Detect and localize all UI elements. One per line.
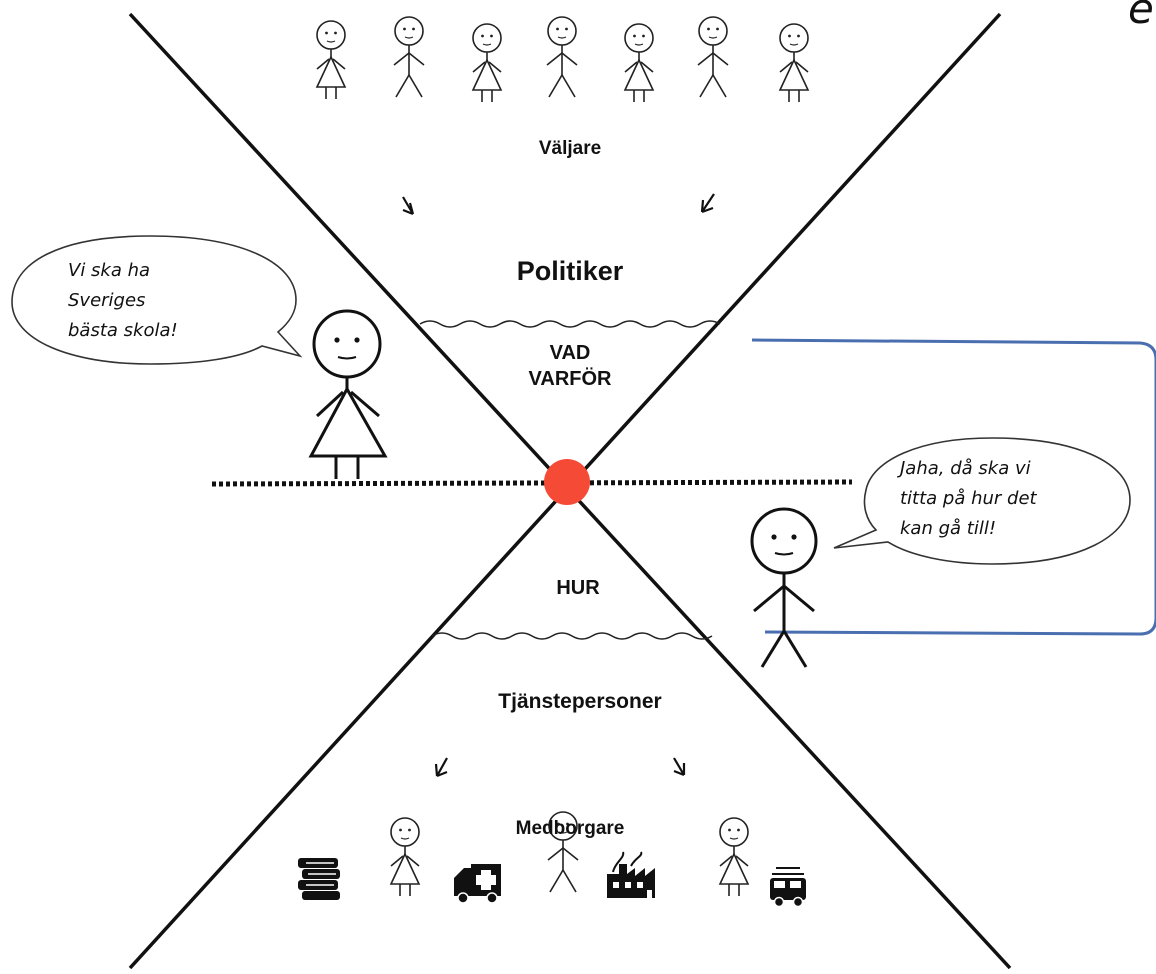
arrow-down-right-1 (402, 196, 415, 216)
politician-speech-bubble (11, 235, 303, 365)
ambulance-icon (454, 864, 501, 904)
officials-label: Tjänstepersoner (498, 690, 662, 713)
politician-speech-line-2: Sveriges (68, 290, 146, 311)
factory-icon (607, 851, 655, 898)
voters-label: Väljare (538, 138, 602, 159)
books-icon (298, 858, 340, 900)
voter-figures (316, 16, 809, 103)
varfor-label: VARFÖR (528, 368, 612, 390)
citizens-label: Medborgare (515, 818, 625, 839)
official-speech-line-2: titta på hur det (900, 488, 1037, 509)
arrow-down-right-2 (673, 757, 686, 777)
wave-upper (419, 320, 721, 328)
wave-lower (431, 632, 713, 640)
hur-label: HUR (556, 577, 600, 599)
politicians-label: Politiker (516, 256, 624, 286)
official-box (751, 338, 1156, 636)
arrow-down-left-2 (434, 757, 448, 778)
official-speech-line-3: kan gå till! (900, 518, 997, 539)
corner-glyph: e (1128, 0, 1154, 33)
arrow-down-left-1 (700, 193, 715, 214)
politician-figure (308, 309, 388, 479)
fire-truck-icon (770, 867, 806, 908)
politician-speech-line-1: Vi ska ha (68, 260, 151, 281)
official-speech-bubble (833, 437, 1131, 565)
center-dot (544, 459, 590, 505)
official-figure (750, 507, 818, 668)
vad-label: VAD (549, 342, 591, 364)
official-speech-line-1: Jaha, då ska vi (900, 458, 1031, 479)
dotted-divider (211, 479, 853, 487)
politician-speech-line-3: bästa skola! (68, 320, 178, 341)
